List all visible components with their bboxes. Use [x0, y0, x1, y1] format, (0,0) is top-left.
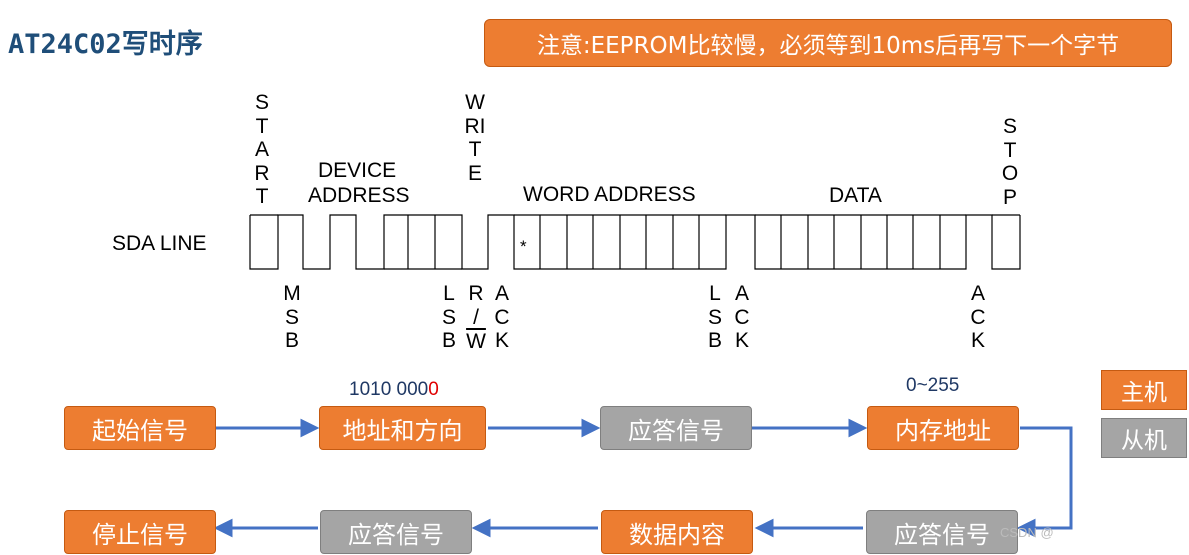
watermark: CSDN @: [1000, 525, 1054, 540]
data-label: DATA: [829, 184, 882, 207]
ack-box-3: 应答信号: [320, 510, 472, 554]
lsb-label-1: LSB: [441, 282, 456, 352]
direction-bit: 0: [428, 379, 439, 400]
memory-range-note: 0~255: [906, 375, 960, 396]
memory-address-box: 内存地址: [867, 406, 1019, 450]
address-direction-box: 地址和方向: [319, 406, 486, 450]
ack-box-2: 应答信号: [866, 510, 1018, 554]
word-address-label: WORD ADDRESS: [523, 183, 696, 206]
start-signal-box: 起始信号: [64, 406, 216, 450]
ack-label-1: ACK: [494, 282, 510, 352]
msb-label: MSB: [283, 282, 301, 352]
timing-note-banner: 注意:EEPROM比较慢，必须等到10ms后再写下一个字节: [484, 19, 1172, 67]
data-content-box: 数据内容: [601, 510, 753, 554]
arrow-4: [1020, 426, 1073, 530]
write-label: WRITE: [464, 91, 486, 185]
lsb-label-2: LSB: [707, 282, 722, 352]
rw-slash: /: [473, 306, 479, 329]
ack-label-3: ACK: [970, 282, 986, 352]
stop-label: STOP: [1001, 115, 1019, 209]
device-label: DEVICE: [318, 159, 397, 182]
sda-waveform: [249, 214, 1021, 270]
rw-label: R / W: [464, 282, 488, 354]
address-bits-note: 1010 0000: [349, 379, 439, 401]
ack-box-1: 应答信号: [600, 406, 752, 450]
sda-line-label: SDA LINE: [112, 232, 207, 255]
page-title: AT24C02写时序: [8, 29, 203, 60]
start-label: START: [254, 91, 270, 208]
legend-slave: 从机: [1101, 418, 1187, 458]
asterisk-mark: *: [520, 237, 527, 256]
address-bits-main: 1010 000: [349, 379, 429, 400]
rw-w: W: [466, 330, 486, 353]
ack-label-2: ACK: [734, 282, 750, 352]
stop-signal-box: 停止信号: [64, 510, 216, 554]
device-address-label: ADDRESS: [308, 184, 410, 207]
rw-r: R: [468, 282, 484, 305]
legend-master: 主机: [1101, 370, 1187, 410]
